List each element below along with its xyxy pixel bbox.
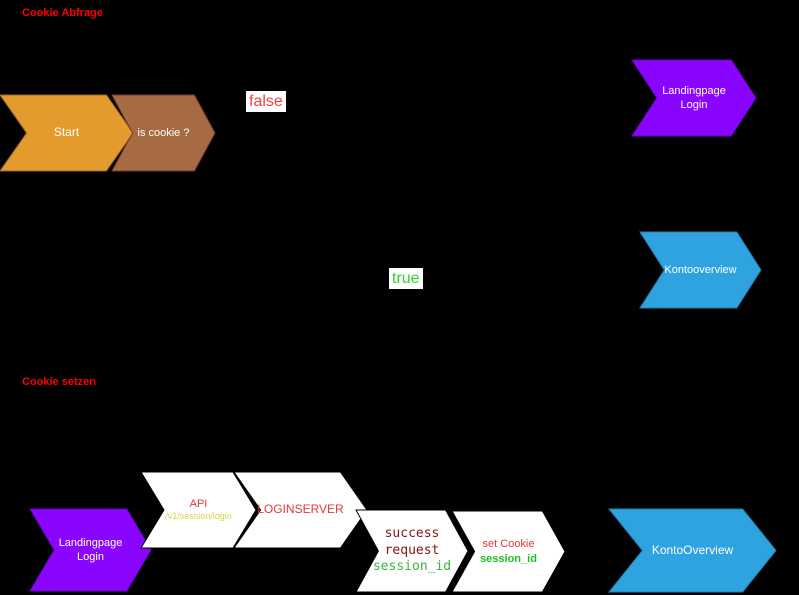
- chevron-shape: [356, 510, 468, 592]
- chevron-path: [609, 509, 776, 592]
- chevron-shape: [234, 472, 367, 548]
- label-line: is cookie ?: [137, 126, 190, 139]
- chevron-path: [632, 60, 756, 136]
- node-success-request: success request session_id: [356, 510, 468, 592]
- label-line: KontoOverview: [651, 542, 734, 557]
- node-set-cookie: set Cookie session_id: [452, 511, 565, 592]
- node-label: is cookie ?: [112, 95, 215, 171]
- chevron-path: [0, 95, 133, 171]
- chevron-path: [30, 509, 151, 591]
- chevron-shape: [112, 95, 215, 171]
- label-line: success: [384, 525, 440, 541]
- label-line: Landingpage: [662, 84, 726, 97]
- chevron-shape: [141, 472, 256, 548]
- label-line: Login: [77, 551, 104, 563]
- chevron-path: [141, 472, 256, 548]
- label-line: session_id: [372, 559, 452, 575]
- chevron-path: [234, 472, 367, 548]
- chevron-shape: [640, 232, 761, 308]
- chevron-path: [452, 511, 565, 592]
- chevron-path: [356, 510, 468, 592]
- node-label: Landingpage Login: [30, 509, 151, 591]
- node-loginserver: LOGINSERVER: [234, 472, 367, 548]
- node-kontooverview-top: Kontooverview: [640, 232, 761, 308]
- section-label-cookie-abfrage: Cookie Abfrage: [22, 7, 103, 19]
- node-api: API /v1/session/login: [141, 472, 256, 548]
- node-label: LOGINSERVER: [234, 472, 367, 548]
- label-line: API: [189, 498, 208, 510]
- node-label: success request session_id: [356, 510, 468, 592]
- node-landingpage-login-top: Landingpage Login: [632, 60, 756, 136]
- node-label: Kontooverview: [640, 232, 761, 308]
- node-label: Start: [0, 95, 133, 171]
- node-is-cookie: is cookie ?: [112, 95, 215, 171]
- node-start: Start: [0, 95, 133, 171]
- node-label: set Cookie session_id: [452, 511, 565, 592]
- edge-label-false: false: [246, 91, 286, 112]
- label-line: Login: [680, 99, 708, 111]
- chevron-shape: [0, 95, 133, 171]
- label-line: LOGINSERVER: [257, 502, 344, 517]
- node-landingpage-login-bottom: Landingpage Login: [30, 509, 151, 591]
- label-line: /v1/session/login: [165, 511, 232, 522]
- label-line: Start: [53, 125, 80, 140]
- label-line: Landingpage: [58, 536, 123, 549]
- chevron-shape: [30, 509, 151, 591]
- node-label: KontoOverview: [609, 509, 776, 592]
- label-line: Kontooverview: [664, 263, 737, 276]
- chevron-path: [112, 95, 215, 171]
- label-line: session_id: [480, 552, 537, 565]
- section-label-cookie-setzen: Cookie setzen: [22, 376, 96, 388]
- chevron-shape: [609, 509, 776, 592]
- chevron-path: [640, 232, 761, 308]
- node-label: Landingpage Login: [632, 60, 756, 136]
- label-line: set Cookie: [482, 538, 535, 551]
- chevron-shape: [632, 60, 756, 136]
- chevron-shape: [452, 511, 565, 592]
- label-line: request: [384, 542, 440, 558]
- edge-label-true: true: [389, 268, 423, 289]
- node-kontooverview-bottom: KontoOverview: [609, 509, 776, 592]
- node-label: API /v1/session/login: [141, 472, 256, 548]
